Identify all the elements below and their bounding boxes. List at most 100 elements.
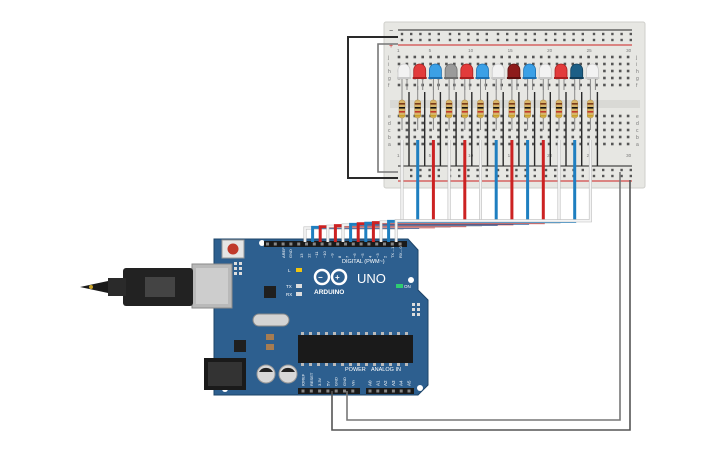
breadboard-hole[interactable] — [595, 83, 598, 87]
breadboard-hole[interactable] — [460, 135, 464, 139]
rail-hole[interactable] — [592, 168, 596, 172]
rail-hole[interactable] — [554, 32, 557, 36]
rail-hole[interactable] — [620, 32, 623, 36]
rail-hole[interactable] — [544, 168, 548, 172]
breadboard-hole[interactable] — [421, 114, 424, 118]
rail-hole[interactable] — [428, 32, 431, 36]
breadboard-hole[interactable] — [476, 55, 480, 59]
digital-header-pin[interactable] — [390, 242, 394, 246]
analog-header-pin[interactable] — [376, 389, 380, 393]
breadboard-hole[interactable] — [429, 121, 432, 125]
rail-hole[interactable] — [581, 32, 584, 36]
breadboard-hole[interactable] — [405, 142, 409, 146]
led-red[interactable] — [460, 63, 474, 79]
breadboard-hole[interactable] — [453, 121, 456, 125]
breadboard-hole[interactable] — [429, 62, 432, 66]
rail-hole[interactable] — [515, 32, 518, 36]
rail-hole[interactable] — [629, 168, 632, 172]
breadboard-hole[interactable] — [437, 128, 440, 132]
breadboard-hole[interactable] — [421, 55, 424, 59]
breadboard-hole[interactable] — [563, 142, 567, 146]
breadboard-hole[interactable] — [500, 135, 503, 139]
breadboard-hole[interactable] — [516, 62, 519, 66]
rail-hole[interactable] — [544, 38, 548, 42]
breadboard-hole[interactable] — [500, 142, 503, 146]
breadboard-hole[interactable] — [429, 83, 432, 87]
breadboard-hole[interactable] — [611, 114, 614, 118]
digital-header-pin[interactable] — [375, 242, 379, 246]
breadboard-hole[interactable] — [563, 114, 567, 118]
rail-hole[interactable] — [611, 168, 614, 172]
breadboard-hole[interactable] — [626, 55, 630, 59]
led-blue[interactable] — [476, 63, 489, 79]
breadboard-hole[interactable] — [579, 142, 582, 146]
breadboard-hole[interactable] — [421, 135, 424, 139]
rail-hole[interactable] — [563, 168, 566, 172]
breadboard-hole[interactable] — [618, 83, 622, 87]
breadboard-hole[interactable] — [618, 62, 622, 66]
breadboard-hole[interactable] — [547, 142, 551, 146]
rail-hole[interactable] — [533, 38, 536, 42]
breadboard-hole[interactable] — [484, 121, 488, 125]
breadboard-hole[interactable] — [508, 62, 511, 66]
digital-header-pin[interactable] — [328, 242, 332, 246]
digital-header-pin[interactable] — [336, 242, 340, 246]
analog-header-pin[interactable] — [384, 389, 388, 393]
breadboard-hole[interactable] — [532, 135, 535, 139]
breadboard-hole[interactable] — [603, 142, 606, 146]
breadboard-hole[interactable] — [571, 62, 575, 66]
breadboard-hole[interactable] — [445, 62, 448, 66]
breadboard-hole[interactable] — [571, 83, 575, 87]
breadboard-hole[interactable] — [626, 142, 630, 146]
breadboard-hole[interactable] — [571, 55, 575, 59]
breadboard-hole[interactable] — [532, 55, 535, 59]
breadboard-hole[interactable] — [532, 121, 535, 125]
breadboard-hole[interactable] — [618, 142, 622, 146]
breadboard-hole[interactable] — [626, 76, 630, 80]
breadboard-hole[interactable] — [547, 62, 551, 66]
breadboard-hole[interactable] — [421, 121, 424, 125]
breadboard-hole[interactable] — [579, 121, 582, 125]
rail-hole[interactable] — [467, 38, 470, 42]
breadboard-hole[interactable] — [500, 55, 503, 59]
breadboard-hole[interactable] — [508, 142, 511, 146]
breadboard-hole[interactable] — [405, 135, 409, 139]
breadboard-hole[interactable] — [445, 121, 448, 125]
breadboard-hole[interactable] — [460, 62, 464, 66]
breadboard-hole[interactable] — [524, 83, 527, 87]
breadboard-hole[interactable] — [445, 55, 448, 59]
rail-hole[interactable] — [419, 32, 422, 36]
breadboard-hole[interactable] — [563, 128, 567, 132]
rail-hole[interactable] — [611, 38, 614, 42]
breadboard-hole[interactable] — [460, 83, 464, 87]
breadboard-hole[interactable] — [555, 135, 559, 139]
breadboard-hole[interactable] — [508, 55, 511, 59]
breadboard-hole[interactable] — [611, 83, 614, 87]
led-white[interactable] — [491, 63, 505, 79]
power-header-pin[interactable] — [326, 389, 330, 393]
led-darkred[interactable] — [507, 63, 521, 79]
rail-hole[interactable] — [572, 38, 575, 42]
breadboard-hole[interactable] — [468, 55, 472, 59]
breadboard-hole[interactable] — [555, 128, 559, 132]
led-white[interactable] — [586, 63, 599, 79]
power-header-pin[interactable] — [343, 389, 346, 393]
breadboard-hole[interactable] — [547, 128, 551, 132]
breadboard-hole[interactable] — [603, 114, 606, 118]
rail-hole[interactable] — [410, 38, 413, 42]
breadboard-hole[interactable] — [603, 128, 606, 132]
breadboard-hole[interactable] — [555, 121, 559, 125]
breadboard-hole[interactable] — [500, 121, 503, 125]
rail-hole[interactable] — [428, 174, 431, 178]
rail-hole[interactable] — [524, 38, 527, 42]
rail-hole[interactable] — [485, 38, 488, 42]
breadboard-hole[interactable] — [595, 121, 598, 125]
rail-hole[interactable] — [476, 32, 479, 36]
rail-hole[interactable] — [554, 38, 557, 42]
breadboard-hole[interactable] — [571, 121, 575, 125]
breadboard-hole[interactable] — [476, 83, 480, 87]
breadboard-hole[interactable] — [460, 142, 464, 146]
breadboard-hole[interactable] — [397, 128, 401, 132]
breadboard-hole[interactable] — [603, 83, 606, 87]
breadboard-hole[interactable] — [579, 114, 582, 118]
